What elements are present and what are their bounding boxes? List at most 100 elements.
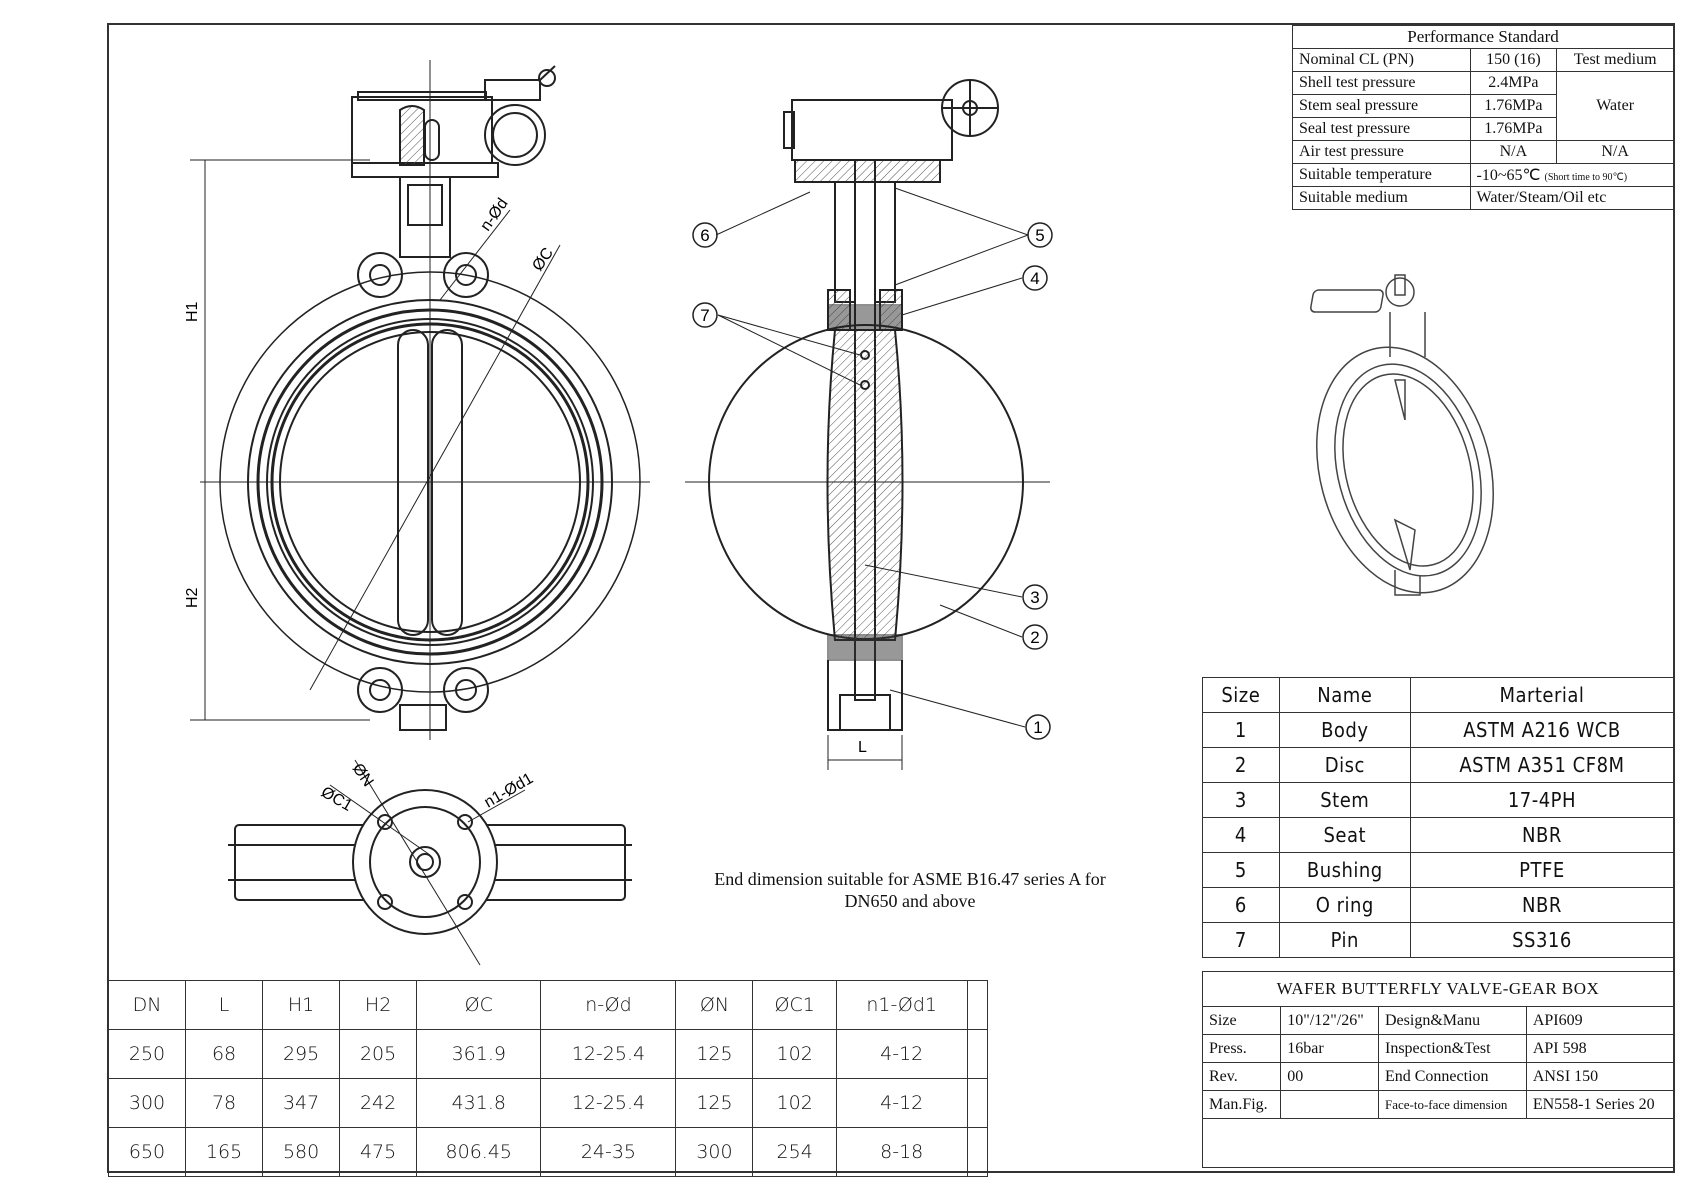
callout-2: 2 <box>1030 628 1039 647</box>
tb-cell: Inspection&Test <box>1377 1034 1527 1063</box>
perf-label: Seal test pressure <box>1292 117 1471 141</box>
dim-cell: 806.45 <box>416 1127 542 1177</box>
perf-label: Air test pressure <box>1292 140 1471 164</box>
drawing-title: WAFER BUTTERFLY VALVE-GEAR BOX <box>1202 971 1674 1007</box>
dim-header: ØN <box>675 980 754 1030</box>
part-material: 17-4PH <box>1409 782 1675 818</box>
n1d1-label: n1-Ød1 <box>482 770 537 811</box>
dim-header: ØC1 <box>752 980 837 1030</box>
performance-table: Performance Standard Nominal CL (PN) 150… <box>1292 25 1675 210</box>
dim-cell: 12-25.4 <box>540 1078 677 1128</box>
parts-header: Size <box>1202 677 1280 713</box>
part-no: 4 <box>1202 817 1280 853</box>
dim-cell: 125 <box>675 1078 754 1128</box>
dim-cell: 102 <box>752 1029 837 1079</box>
temperature-note: (Short time to 90℃) <box>1544 172 1628 183</box>
perf-extra: Test medium <box>1556 48 1674 72</box>
dim-cell <box>966 1029 989 1079</box>
dim-cell: 347 <box>262 1078 341 1128</box>
perf-value-wide: Water/Steam/Oil etc <box>1469 186 1675 210</box>
callout-7: 7 <box>700 306 709 325</box>
perf-value: 1.76MPa <box>1469 117 1558 141</box>
oc-label: ØC <box>529 245 557 274</box>
perf-value: 150 (16) <box>1469 48 1558 72</box>
temperature-value: -10~65℃ <box>1476 167 1541 184</box>
table-header-row: DN L H1 H2 ØC n-Ød ØN ØC1 n1-Ød1 <box>107 980 989 1030</box>
part-no: 7 <box>1202 922 1280 958</box>
part-name: Stem <box>1278 782 1411 818</box>
l-label: L <box>858 739 867 756</box>
tb-cell: 10"/12"/26" <box>1280 1006 1379 1035</box>
part-name: Seat <box>1278 817 1411 853</box>
part-name: O ring <box>1278 887 1411 923</box>
tb-cell: Face-to-face dimension <box>1377 1090 1527 1119</box>
dim-cell: 580 <box>262 1127 341 1177</box>
perf-extra: N/A <box>1556 140 1674 164</box>
dim-cell: 361.9 <box>416 1029 542 1079</box>
callout-4: 4 <box>1030 269 1039 288</box>
side-gearbox <box>791 99 953 161</box>
dim-cell <box>966 1127 989 1177</box>
callout-1: 1 <box>1033 718 1042 737</box>
note-line-2: DN650 and above <box>844 891 976 911</box>
oc1-label: ØC1 <box>318 784 355 815</box>
perf-value: 1.76MPa <box>1469 94 1558 118</box>
dim-cell: 242 <box>339 1078 418 1128</box>
callout-numbers: 1 2 3 4 5 6 7 <box>700 226 1044 737</box>
dim-cell: 300 <box>107 1078 187 1128</box>
tb-cell: Man.Fig. <box>1201 1090 1282 1119</box>
tb-cell: API609 <box>1525 1006 1675 1035</box>
tb-cell <box>1280 1090 1379 1119</box>
on-label: ØN <box>349 761 377 790</box>
parts-header: Name <box>1278 677 1411 713</box>
perf-value-wide: -10~65℃ (Short time to 90℃) <box>1469 163 1675 187</box>
dim-cell: 8-18 <box>835 1127 968 1177</box>
part-no: 1 <box>1202 712 1280 748</box>
perf-value: N/A <box>1469 140 1558 164</box>
part-material: ASTM A216 WCB <box>1409 712 1675 748</box>
dim-cell: 165 <box>185 1127 264 1177</box>
part-name: Disc <box>1278 747 1411 783</box>
tb-cell: EN558-1 Series 20 <box>1525 1090 1675 1119</box>
dim-cell: 431.8 <box>416 1078 542 1128</box>
dim-cell: 78 <box>185 1078 264 1128</box>
perf-value: 2.4MPa <box>1469 71 1558 95</box>
part-material: ASTM A351 CF8M <box>1409 747 1675 783</box>
dim-cell: 12-25.4 <box>540 1029 677 1079</box>
part-material: PTFE <box>1409 852 1675 888</box>
perf-label: Suitable medium <box>1292 186 1471 210</box>
dim-header: n-Ød <box>540 980 677 1030</box>
dim-cell: 250 <box>107 1029 187 1079</box>
tb-cell: Size <box>1201 1006 1282 1035</box>
tb-cell: 16bar <box>1280 1034 1379 1063</box>
part-material: NBR <box>1409 817 1675 853</box>
tb-cell: Press. <box>1201 1034 1282 1063</box>
callout-3: 3 <box>1030 588 1039 607</box>
perf-label: Stem seal pressure <box>1292 94 1471 118</box>
dim-cell: 205 <box>339 1029 418 1079</box>
tb-cell: Design&Manu <box>1377 1006 1527 1035</box>
front-view <box>190 60 650 740</box>
part-name: Bushing <box>1278 852 1411 888</box>
h1-label: H1 <box>184 301 201 322</box>
isometric-view <box>1310 274 1494 596</box>
perf-label: Nominal CL (PN) <box>1292 48 1471 72</box>
h2-label: H2 <box>184 587 201 608</box>
neck <box>399 176 451 258</box>
tb-empty <box>1202 1118 1674 1168</box>
note-line-1: End dimension suitable for ASME B16.47 s… <box>714 869 1106 889</box>
part-material: SS316 <box>1409 922 1675 958</box>
